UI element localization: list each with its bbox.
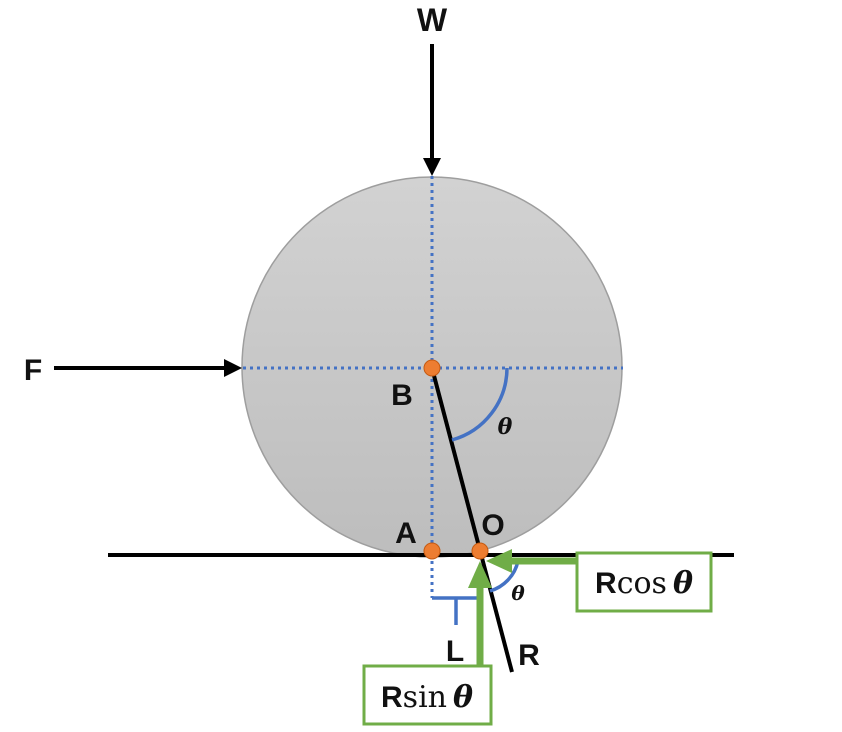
label-w: W xyxy=(417,2,448,38)
label-o: O xyxy=(481,509,504,542)
label-r: R xyxy=(518,639,540,672)
point-b xyxy=(423,359,441,377)
rsin-box xyxy=(362,664,493,726)
force-arrow-head xyxy=(224,359,242,377)
angle-arc-upper xyxy=(451,367,509,442)
label-a: A xyxy=(395,517,417,550)
point-a xyxy=(423,542,441,560)
rsin-arrow-head xyxy=(468,561,492,588)
point-o xyxy=(471,542,489,560)
label-l: L xyxy=(446,635,464,668)
label-theta-lower: θ xyxy=(511,581,525,605)
reaction-line xyxy=(430,367,514,673)
rcos-arrow-head xyxy=(486,549,512,573)
weight-arrow-head xyxy=(423,158,441,176)
angle-arc-lower xyxy=(489,560,520,593)
label-f: F xyxy=(24,354,42,387)
label-b: B xyxy=(391,379,413,412)
label-theta-upper: θ xyxy=(498,414,513,440)
rcos-box xyxy=(575,551,713,613)
